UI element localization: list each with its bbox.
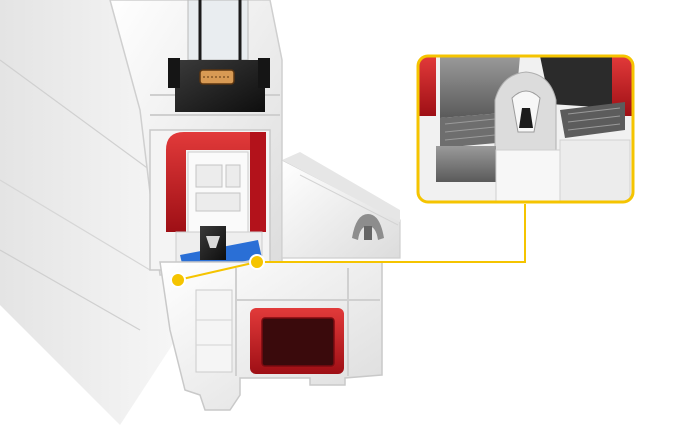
callout-marker-left — [170, 272, 186, 288]
sash-core — [187, 151, 249, 233]
steel-reinforcement-lower — [250, 308, 344, 374]
callout-marker-right — [249, 254, 265, 270]
callout-connector — [170, 204, 526, 288]
zoom-detail-inset — [416, 54, 635, 204]
profile-side-face — [0, 0, 182, 425]
steel-reinforcement-upper — [166, 132, 266, 232]
frame-ledge — [281, 152, 401, 259]
glazing-unit — [168, 0, 270, 112]
